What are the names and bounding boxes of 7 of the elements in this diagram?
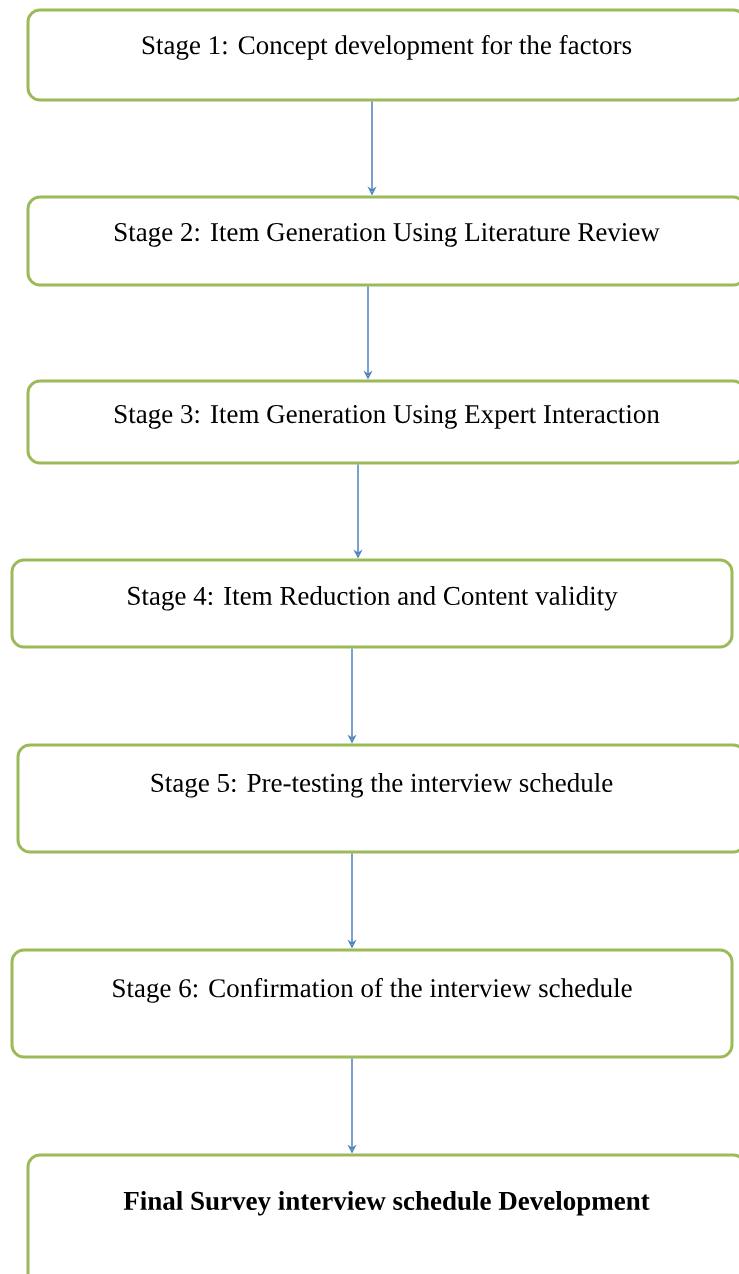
process-box: Stage 3: Item Generation Using Expert Interaction xyxy=(26,379,739,465)
process-box: Stage 2: Item Generation Using Literature Review xyxy=(26,195,739,287)
process-box: Stage 1: Concept development for the factors xyxy=(26,8,739,102)
process-box: Stage 4: Item Reduction and Content validity xyxy=(10,558,734,649)
process-box: Stage 6: Confirmation of the interview schedule xyxy=(10,948,734,1059)
process-box: Final Survey interview schedule Development xyxy=(26,1153,739,1274)
process-box: Stage 5: Pre-testing the interview schedule xyxy=(16,743,739,854)
